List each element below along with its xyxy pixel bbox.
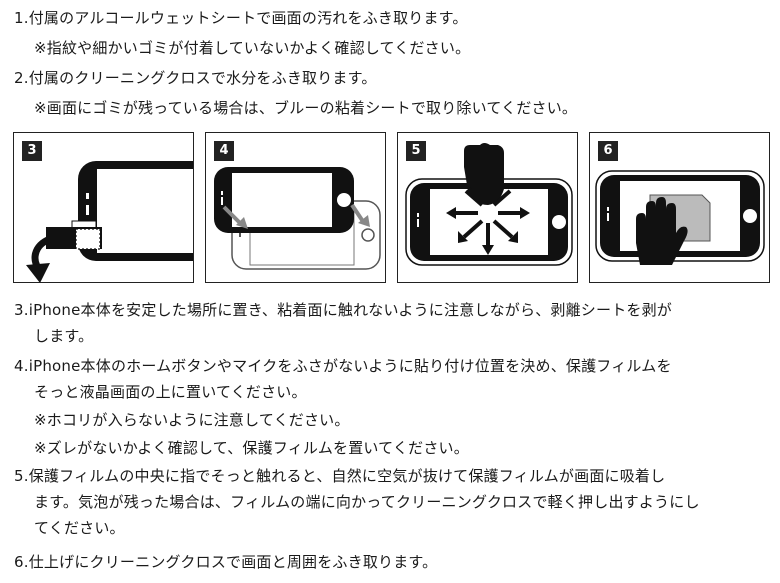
step-number: 5. — [14, 467, 29, 485]
panel-number-badge: 3 — [22, 141, 42, 161]
place-film-illustration — [214, 167, 381, 270]
step-4: 4.iPhone本体のホームボタンやマイクをふさがないように貼り付け位置を決め、… — [14, 356, 672, 376]
illustration-step-5: 5 — [397, 132, 578, 283]
press-center-illustration — [405, 143, 573, 266]
panel-number-badge: 6 — [598, 141, 618, 161]
step-4-note-1: ※ホコリが入らないように注意してください。 — [34, 410, 350, 430]
step-number: 3. — [14, 301, 29, 319]
step-3-continued: します。 — [34, 326, 93, 346]
illustration-step-3: 3 — [13, 132, 194, 283]
step-5-continued: ます。気泡が残った場合は、フィルムの端に向かってクリーニングクロスで軽く押し出す… — [34, 492, 700, 512]
step-3: 3.iPhone本体を安定した場所に置き、粘着面に触れないように注意しながら、剥… — [14, 300, 672, 320]
step-2-note: ※画面にゴミが残っている場合は、ブルーの粘着シートで取り除いてください。 — [34, 98, 577, 118]
peel-sheet-illustration — [26, 161, 193, 282]
step-text: iPhone本体のホームボタンやマイクをふさがないように貼り付け位置を決め、保護… — [28, 357, 672, 375]
step-5-continued-2: てください。 — [34, 518, 125, 538]
step-text: そっと液晶画面の上に置いてください。 — [34, 383, 307, 401]
step-4-note-2: ※ズレがないかよく確認して、保護フィルムを置いてください。 — [34, 438, 469, 458]
step-text: てください。 — [34, 519, 125, 537]
step-number: 4. — [14, 357, 29, 375]
illustration-step-4: 4 — [205, 132, 386, 283]
step-text: 保護フィルムの中央に指でそっと触れると、自然に空気が抜けて保護フィルムが画面に吸… — [28, 467, 666, 485]
step-text: 付属のクリーニングクロスで水分をふき取ります。 — [28, 69, 377, 87]
step-5: 5.保護フィルムの中央に指でそっと触れると、自然に空気が抜けて保護フィルムが画面… — [14, 466, 665, 486]
step-number: 6. — [14, 553, 29, 571]
step-1-note: ※指紋や細かいゴミが付着していないかよく確認してください。 — [34, 38, 470, 58]
note-text: ※指紋や細かいゴミが付着していないかよく確認してください。 — [34, 39, 471, 57]
step-text: iPhone本体を安定した場所に置き、粘着面に触れないように注意しながら、剥離シ… — [28, 301, 673, 319]
step-6: 6.仕上げにクリーニングクロスで画面と周囲をふき取ります。 — [14, 552, 437, 572]
step-text: ます。気泡が残った場合は、フィルムの端に向かってクリーニングクロスで軽く押し出す… — [34, 493, 700, 511]
note-text: ※画面にゴミが残っている場合は、ブルーの粘着シートで取り除いてください。 — [34, 99, 578, 117]
panel-number-badge: 4 — [214, 141, 234, 161]
step-4-continued: そっと液晶画面の上に置いてください。 — [34, 382, 307, 402]
step-1: 1.付属のアルコールウェットシートで画面の汚れをふき取ります。 — [14, 8, 468, 28]
step-number: 1. — [14, 9, 29, 27]
note-text: ※ホコリが入らないように注意してください。 — [34, 411, 350, 429]
step-number: 2. — [14, 69, 29, 87]
wipe-screen-illustration — [595, 170, 765, 265]
step-2: 2.付属のクリーニングクロスで水分をふき取ります。 — [14, 68, 377, 88]
step-text: 仕上げにクリーニングクロスで画面と周囲をふき取ります。 — [28, 553, 438, 571]
step-text: します。 — [34, 327, 94, 345]
panel-number-badge: 5 — [406, 141, 426, 161]
note-text: ※ズレがないかよく確認して、保護フィルムを置いてください。 — [34, 439, 469, 457]
illustration-step-6: 6 — [589, 132, 770, 283]
step-text: 付属のアルコールウェットシートで画面の汚れをふき取ります。 — [28, 9, 468, 27]
